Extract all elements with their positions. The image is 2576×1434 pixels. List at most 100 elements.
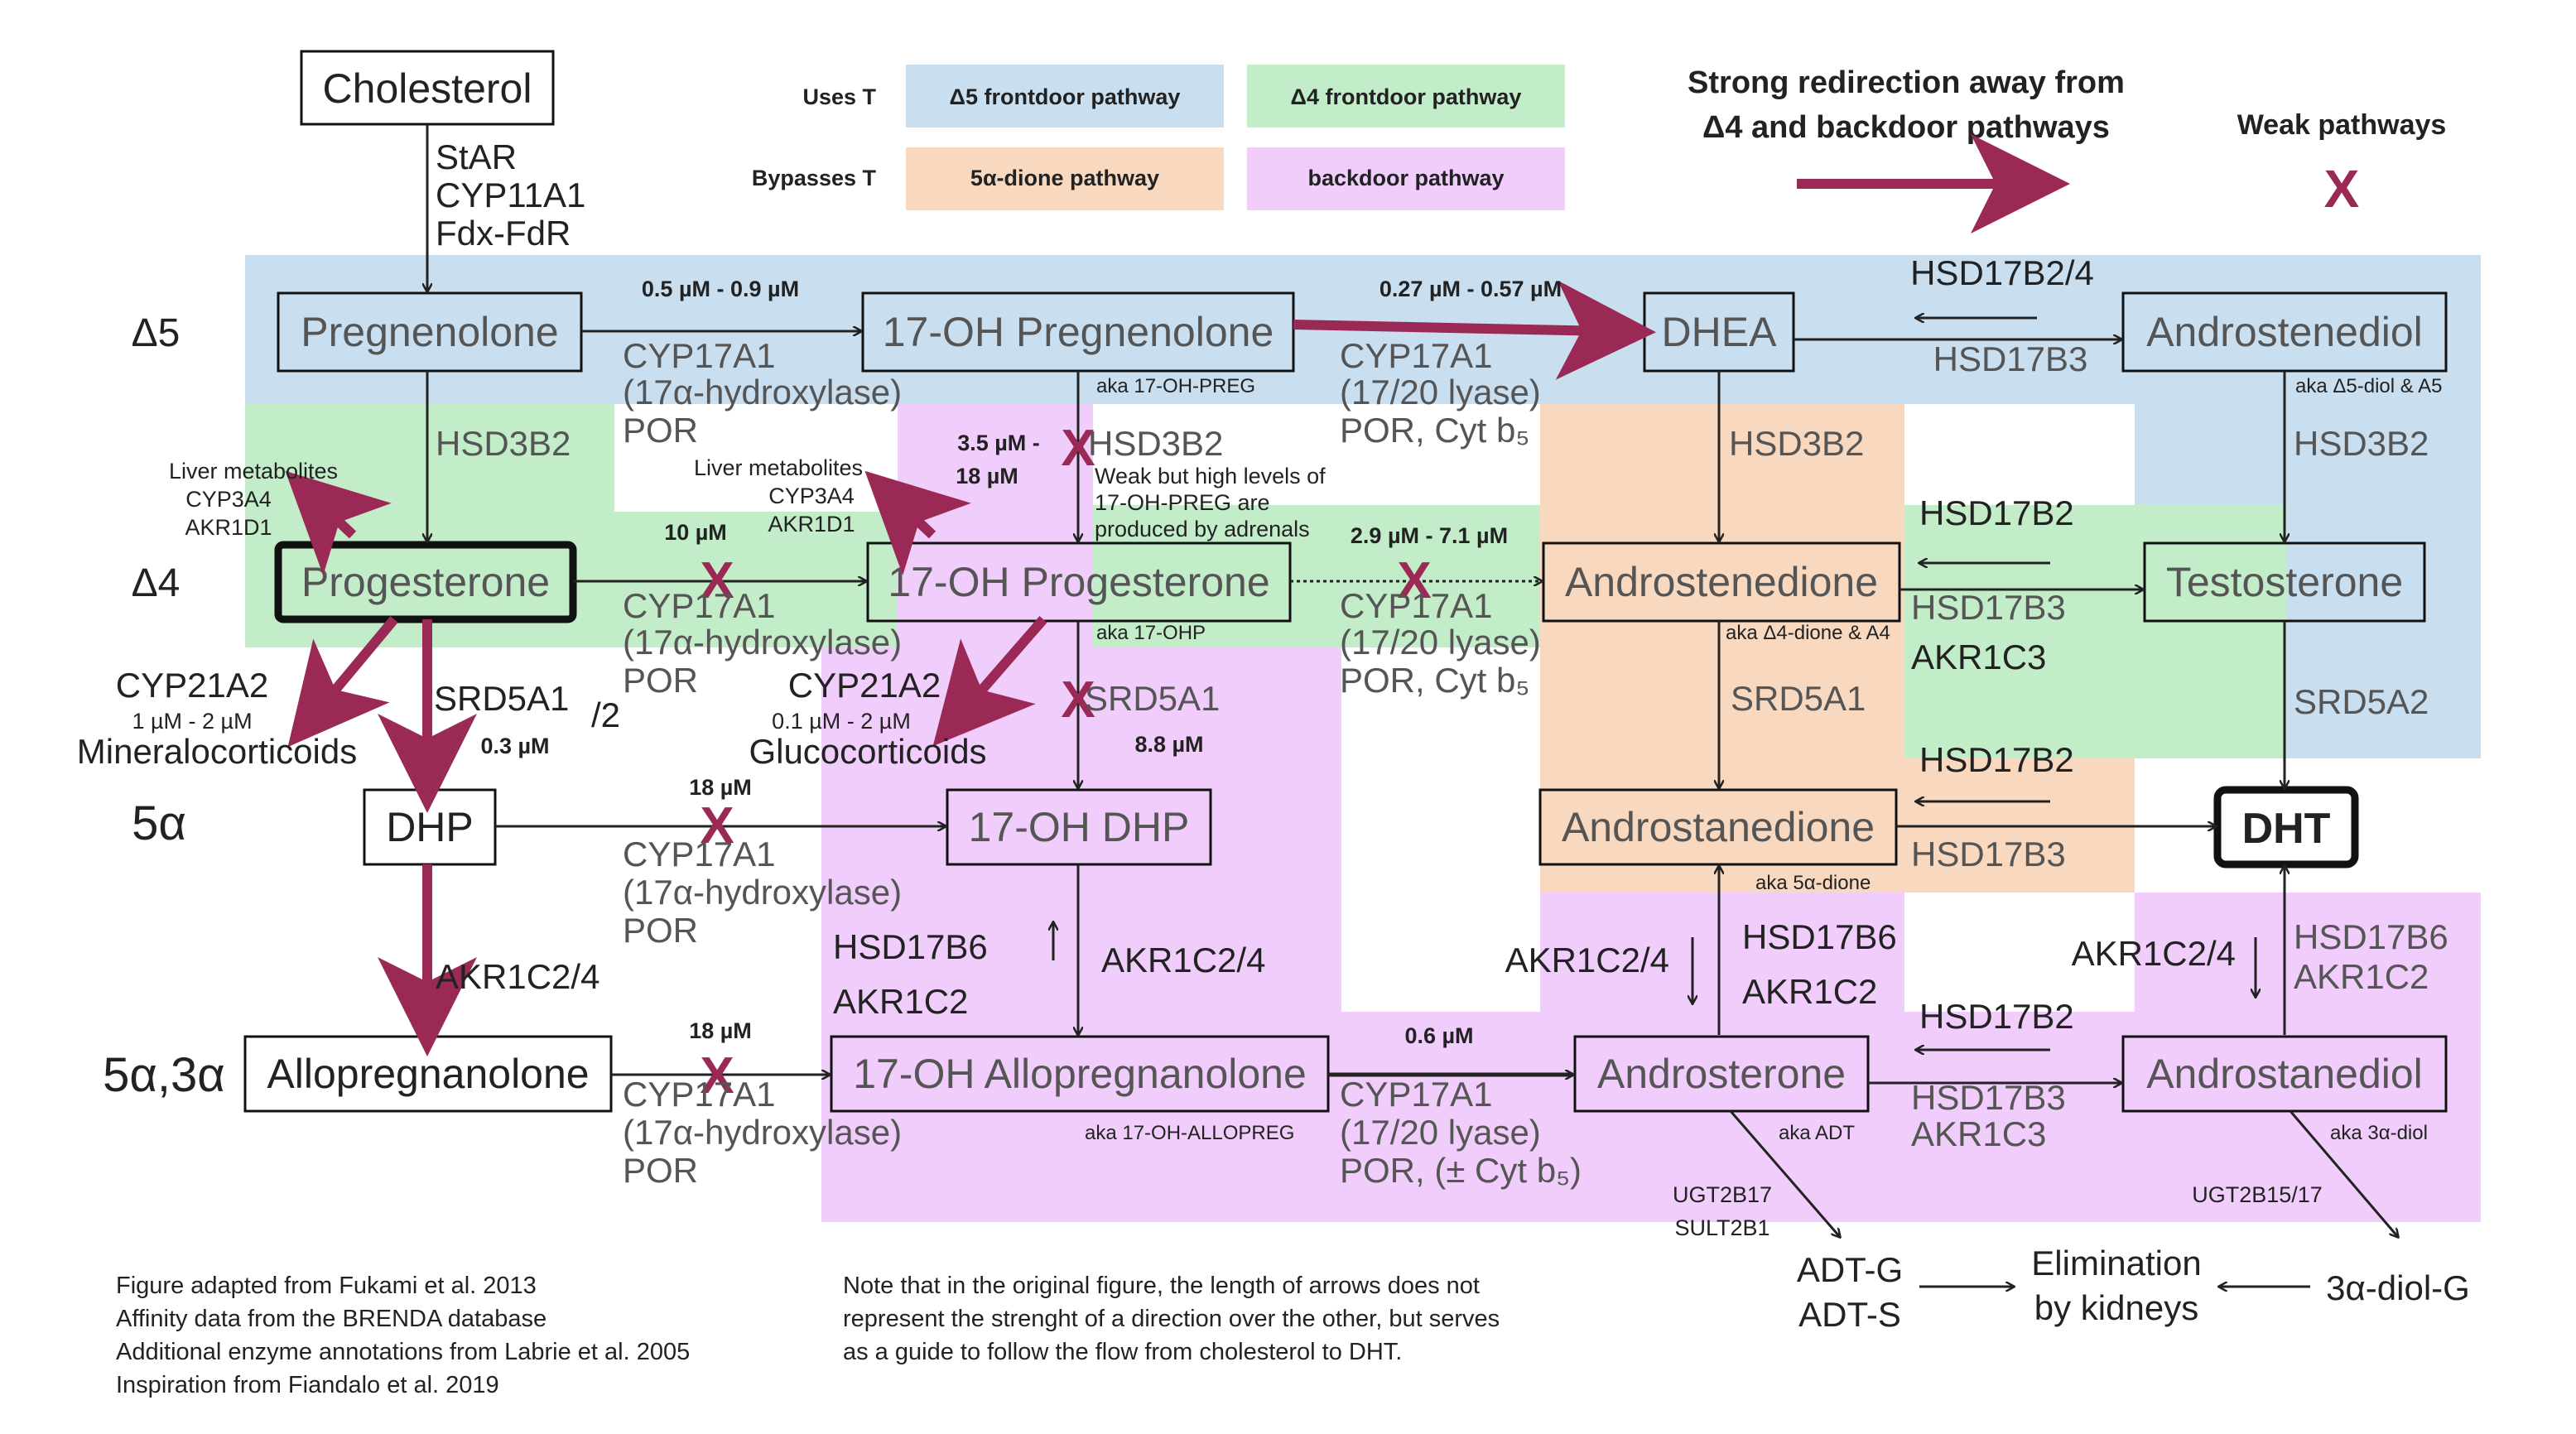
enz-sult2b1: SULT2B1 — [1674, 1215, 1769, 1240]
enz-hsd3b2-2: HSD3B2 — [1088, 424, 1223, 463]
aka-a5-diol: aka Δ5-diol & A5 — [2295, 375, 2442, 397]
weak-note-3: produced by adrenals — [1095, 517, 1310, 541]
node-elimination-2: by kidneys — [2034, 1288, 2198, 1327]
node-androsterone: Androsterone — [1597, 1051, 1846, 1097]
legend-d5-swatch — [906, 65, 1224, 128]
d4-region-right2 — [2135, 505, 2287, 758]
enz-cyp17a1-2: CYP17A1 — [1340, 336, 1492, 375]
legend-dione-swatch — [906, 147, 1224, 210]
white-gap-2 — [1093, 404, 1540, 505]
enz-srd5a1-2b: SRD5A1 — [1731, 679, 1866, 718]
enz-hsd17b6-2: HSD17B6 — [1742, 917, 1897, 956]
aka-ohp: aka 17-OHP — [1096, 622, 1206, 644]
weak-x-ohp-a4: X — [1397, 552, 1431, 609]
strong-arrow-ohp-liver — [864, 470, 971, 575]
legend-d4-swatch — [1247, 65, 1565, 128]
enz-por-4: POR — [623, 1151, 698, 1190]
enz-hydroxylase-2: (17α-hydroxylase) — [623, 623, 902, 662]
node-adt-s: ADT-S — [1798, 1295, 1901, 1334]
enz-star: StAR — [436, 137, 517, 176]
strong-arrow-prog-mineral — [287, 616, 398, 748]
enz-hsd17b3-4: HSD17B3 — [1911, 1078, 2066, 1117]
enz-srd5a1-2: SRD5A1 — [434, 679, 569, 718]
enz-akr1c3-1: AKR1C3 — [1911, 638, 2046, 676]
legend-d4-label: Δ4 frontdoor pathway — [1291, 84, 1522, 109]
enz-cyp11a1: CYP11A1 — [436, 176, 585, 214]
enz-hsd17b2-1: HSD17B2 — [1919, 493, 2074, 532]
aff-gluco: 0.1 µM - 2 µM — [772, 709, 911, 734]
enz-akr1c2-1: AKR1C2 — [833, 982, 968, 1021]
enz-fdx: Fdx-FdR — [436, 214, 571, 253]
enz-cyp17a1-1: CYP17A1 — [623, 336, 775, 375]
enz-cyp21a2-2: CYP21A2 — [788, 666, 941, 705]
strong-arrow-prog-liver — [285, 470, 392, 575]
androstanediol-box — [2121, 1035, 2448, 1113]
enz-hsd17b6-1: HSD17B6 — [833, 927, 988, 966]
enz-akr1c2-3: AKR1C2 — [2294, 957, 2429, 996]
aff-ohpreg-dhea: 0.27 µM - 0.57 µM — [1379, 277, 1562, 301]
aff-prog-dhp: 0.3 µM — [480, 734, 549, 758]
liver-akr1d1-1: AKR1D1 — [185, 515, 272, 540]
row-label-d5: Δ5 — [132, 311, 181, 355]
strong-arrow-ohpreg-dhea — [1293, 280, 1656, 380]
legend-uses-t: Uses T — [802, 84, 876, 109]
weak-note-1: Weak but high levels of — [1095, 464, 1326, 488]
enz-akr1c2-2: AKR1C2 — [1742, 972, 1877, 1011]
strong-arrows — [285, 280, 1656, 1056]
node-dhp: DHP — [386, 804, 474, 850]
row-label-d4: Δ4 — [132, 561, 181, 605]
legend: Uses T Bypasses T Δ5 frontdoor pathway Δ… — [752, 65, 2446, 233]
node-testosterone: Testosterone — [2166, 559, 2403, 605]
aff-allo-ohallo: 18 µM — [689, 1018, 752, 1043]
enz-srd5a1-2-sub: /2 — [591, 695, 620, 734]
aka-oh-preg: aka 17-OH-PREG — [1096, 375, 1255, 397]
legend-d5-label: Δ5 frontdoor pathway — [950, 84, 1181, 109]
liver-cyp3a4-1: CYP3A4 — [185, 487, 272, 512]
enz-hsd17b3-1: HSD17B3 — [1933, 339, 2088, 378]
weak-x-ohp-ohdhp: X — [1061, 671, 1095, 729]
aka-dione: aka 5α-dione — [1755, 872, 1871, 894]
liver-metabolites-1: Liver metabolites — [169, 459, 338, 484]
androsterone-box — [1573, 1035, 1870, 1113]
node-androstenediol: Androstenediol — [2146, 309, 2423, 355]
enz-por-1: POR — [623, 411, 698, 450]
arrow-adt-conj — [1729, 1110, 1840, 1237]
liver-akr1d1-2: AKR1D1 — [768, 512, 855, 537]
enz-hsd17b3-2: HSD17B3 — [1911, 588, 2066, 627]
enz-por-cyt-pm: POR, (± Cyt b₅) — [1340, 1151, 1582, 1190]
footer-line4: Inspiration from Fiandalo et al. 2019 — [116, 1372, 499, 1398]
node-oh-progesterone: 17-OH Progesterone — [888, 559, 1269, 605]
enz-akr1c2-4-3: AKR1C2/4 — [1505, 941, 1669, 979]
enz-srd5a2: SRD5A2 — [2294, 682, 2429, 721]
row-labels: Δ5 Δ4 5α 5α,3α — [103, 311, 225, 1102]
weak-x-dhp-ohdhp: X — [700, 797, 734, 854]
node-androstenedione: Androstenedione — [1565, 559, 1878, 605]
row-label-5a: 5α — [132, 796, 186, 850]
reaction-arrows — [427, 124, 2398, 1287]
enz-hsd17b2-4: HSD17B2/4 — [1910, 253, 2094, 292]
affinity-labels: 0.5 µM - 0.9 µM 0.27 µM - 0.57 µM 3.5 µM… — [480, 277, 1562, 1048]
aff-dhp-ohdhp: 18 µM — [689, 775, 752, 800]
enz-ugt2b15: UGT2B15/17 — [2192, 1182, 2323, 1207]
arrow-adiol3-conj — [2289, 1110, 2398, 1237]
enz-akr1c2-4-1: AKR1C2/4 — [436, 957, 599, 996]
footer-line2: Affinity data from the BRENDA database — [116, 1306, 546, 1332]
enz-hydroxylase-4: (17α-hydroxylase) — [623, 1113, 902, 1152]
enz-hsd3b2-3: HSD3B2 — [1729, 424, 1864, 463]
footer: Figure adapted from Fukami et al. 2013 A… — [116, 1273, 1500, 1398]
nodes: Cholesterol Pregnenolone 17-OH Pregnenol… — [243, 50, 2470, 1334]
node-dhea: DHEA — [1662, 309, 1778, 355]
enz-akr1c3-2: AKR1C3 — [1911, 1114, 2046, 1153]
node-cholesterol: Cholesterol — [323, 65, 532, 112]
row-label-5a3a: 5α,3α — [103, 1048, 225, 1102]
aka-a4: aka Δ4-dione & A4 — [1726, 622, 1890, 644]
weak-x-allo-ohallo: X — [700, 1047, 734, 1104]
legend-strong-line2: Δ4 and backdoor pathways — [1702, 110, 2110, 145]
weak-marks: X X X X X X — [700, 420, 1431, 1104]
backdoor-region-lower — [821, 1012, 2481, 1222]
liver-cyp3a4-2: CYP3A4 — [768, 484, 855, 508]
node-pregnenolone: Pregnenolone — [301, 309, 558, 355]
aff-ohpreg-ohp-1: 3.5 µM - — [957, 431, 1040, 455]
node-adt-g: ADT-G — [1797, 1250, 1903, 1289]
